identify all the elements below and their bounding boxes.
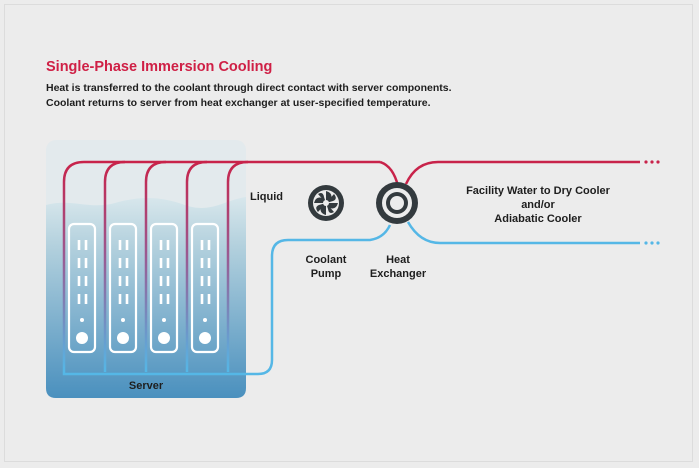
description-line-2: Coolant returns to server from heat exch… bbox=[46, 97, 431, 109]
facility-label-line-3: Adiabatic Cooler bbox=[494, 213, 582, 225]
pump-label-line-2: Pump bbox=[310, 268, 342, 280]
facility-label-line-2: and/or bbox=[521, 199, 555, 211]
heat-exchanger-label: Heat Exchanger bbox=[362, 253, 434, 281]
fan-icon bbox=[308, 185, 344, 221]
facility-water-lines bbox=[404, 160, 660, 245]
diagram-description: Heat is transferred to the coolant throu… bbox=[46, 81, 452, 111]
coolant-pump-label: Coolant Pump bbox=[298, 253, 354, 281]
liquid-label: Liquid bbox=[250, 191, 283, 203]
concentric-rings-icon bbox=[376, 182, 418, 224]
server-blade-3 bbox=[149, 222, 179, 354]
server-blade-1 bbox=[67, 222, 97, 354]
server-blade-2 bbox=[108, 222, 138, 354]
diagram-title: Single-Phase Immersion Cooling bbox=[46, 59, 273, 75]
server-blade-4 bbox=[190, 222, 220, 354]
server-label: Server bbox=[128, 380, 164, 392]
facility-water-label: Facility Water to Dry Cooler and/or Adia… bbox=[448, 184, 628, 226]
server-blades bbox=[67, 222, 220, 354]
description-line-1: Heat is transferred to the coolant throu… bbox=[46, 82, 452, 94]
server-loops bbox=[62, 160, 400, 376]
hx-label-line-1: Heat bbox=[386, 254, 410, 266]
facility-label-line-1: Facility Water to Dry Cooler bbox=[466, 185, 610, 197]
hx-label-line-2: Exchanger bbox=[369, 268, 427, 280]
pump-label-line-1: Coolant bbox=[305, 254, 347, 266]
